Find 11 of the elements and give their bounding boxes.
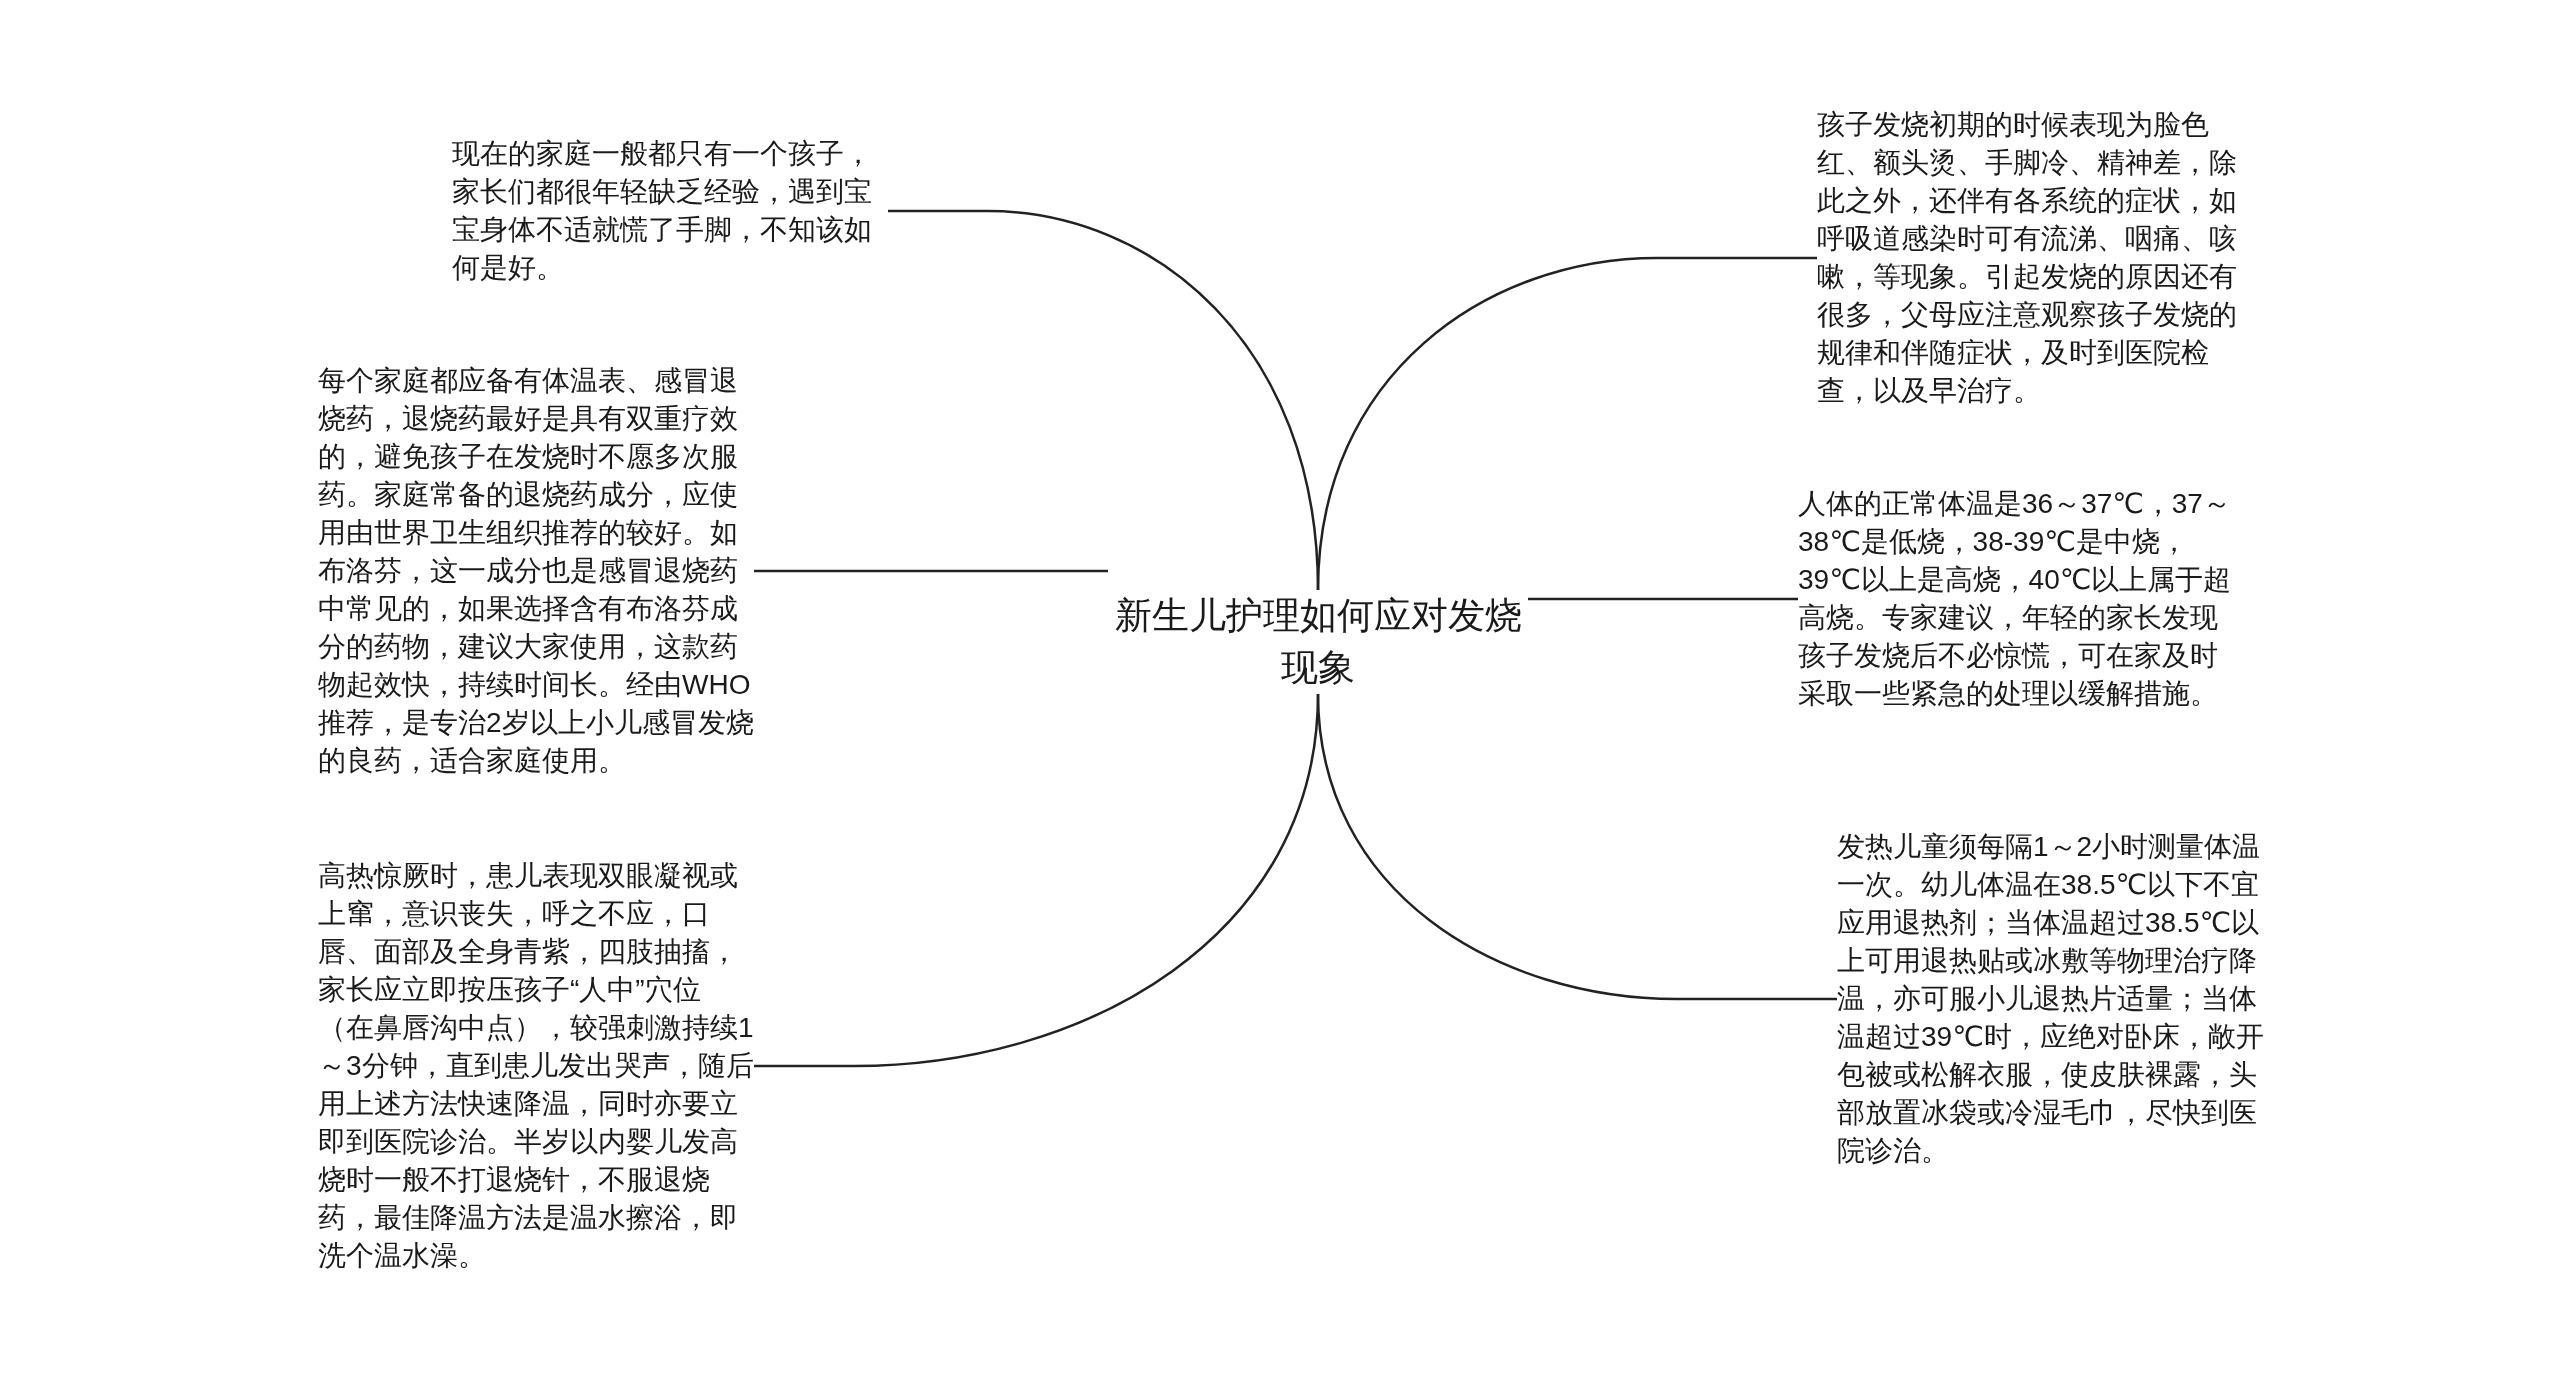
branch-topic: 人体的正常体温是36～37℃，37～38℃是低烧，38-39℃是中烧，39℃以上是高烧，40℃以上属于超高烧。专家建议，年轻的家长发现孩子发烧后不必惊慌，可在家及时采取一些紧急的处理以缓解措施。 [1798,485,2234,713]
branch-line [1316,693,1837,1001]
branch-topic: 孩子发烧初期的时候表现为脸色红、额头烫、手脚冷、精神差，除此之外，还伴有各系统的症状，如呼吸道感染时可有流涕、咽痛、咳嗽，等现象。引起发烧的原因还有很多，父母应注意观察孩子发烧的规律和伴随症状，及时到医院检查，以及早治疗。 [1817,106,2253,410]
branch-line [1316,256,1817,591]
branch-topic: 每个家庭都应备有体温表、感冒退烧药，退烧药最好是具有双重疗效的，避免孩子在发烧时不愿多次服药。家庭常备的退烧药成分，应使用由世界卫生组织推荐的较好。如布洛芬，这一成分也是感冒退烧药中常见的，如果选择含有布洛芬成分的药物，建议大家使用，这款药物起效快，持续时间长。经由WHO推荐，是专治2岁以上小儿感冒发烧的良药，适合家庭使用。 [318,362,754,780]
branch-line [754,569,1108,573]
branch-topic: 现在的家庭一般都只有一个孩子，家长们都很年轻缺乏经验，遇到宝宝身体不适就慌了手脚，不知该如何是好。 [452,135,888,287]
branch-topic: 高热惊厥时，患儿表现双眼凝视或上窜，意识丧失，呼之不应，口唇、面部及全身青紫，四肢抽搐，家长应立即按压孩子“人中”穴位（在鼻唇沟中点），较强刺激持续1～3分钟，直到患儿发出哭声，随后用上述方法快速降温，同时亦要立即到医院诊治。半岁以内婴儿发高烧时一般不打退烧针，不服退烧药，最佳降温方法是温水擦浴，即洗个温水澡。 [318,857,754,1275]
branch-topic: 发热儿童须每隔1～2小时测量体温一次。幼儿体温在38.5℃以下不宜应用退热剂；当体温超过38.5℃以上可用退热贴或冰敷等物理治疗降温，亦可服小儿退热片适量；当体温超过39℃时，应绝对卧床，敞开包被或松解衣服，使皮肤裸露，头部放置冰袋或冷湿毛巾，尽快到医院诊治。 [1837,828,2273,1170]
branch-line [1528,597,1798,601]
central-topic: 新生儿护理如何应对发烧现象 [1108,590,1528,694]
